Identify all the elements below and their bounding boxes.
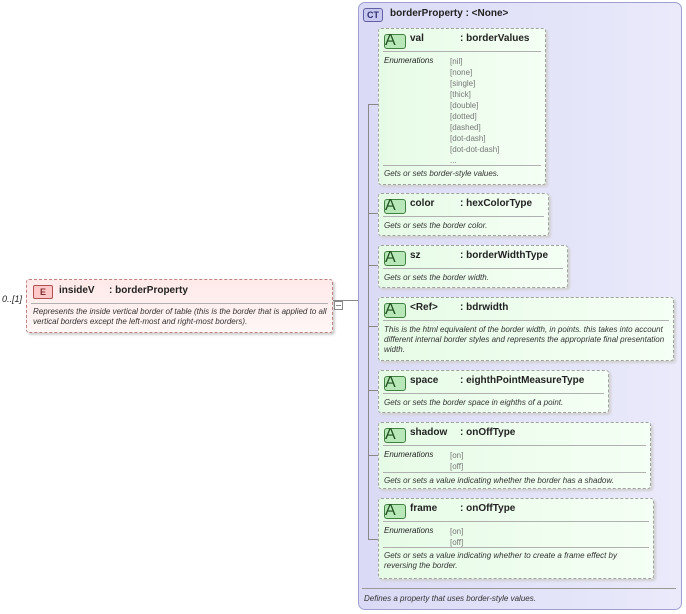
branch-line [368,265,378,266]
attribute-badge: A [384,302,406,318]
enum-value: [single] [450,79,476,88]
attribute-description: Gets or sets a value indicating whether … [384,476,614,485]
attribute-type: : borderValues [460,33,530,44]
enum-value: [off] [450,538,464,547]
attribute-name: <Ref> [410,302,438,313]
complex-type-title: borderProperty : <None> [390,8,509,19]
attribute-description: Gets or sets border-style values. [384,169,500,178]
complex-type-description: Defines a property that uses border-styl… [364,594,536,603]
attribute-separator [383,216,544,217]
element-separator [31,303,328,304]
attribute-description: Gets or sets the border width. [384,273,489,282]
attribute-type: : onOffType [460,427,516,438]
element-description: Represents the inside vertical border of… [33,307,327,326]
enumeration-list: [on] [off] [450,526,463,548]
enum-value: [on] [450,451,464,460]
attribute-val-box[interactable]: A val : borderValues Enumerations [nil] … [378,28,546,185]
attribute-description: Gets or sets a value indicating whether … [384,551,618,570]
attribute-type: : borderWidthType [460,250,549,261]
attribute-type: : hexColorType [460,198,533,209]
element-badge: E [33,285,53,299]
enumerations-label: Enumerations [384,56,434,65]
attribute-badge: A [384,427,406,443]
enum-value: [nil] [450,57,463,66]
enumeration-list: [nil] [none] [single] [thick] [double] [… [450,56,499,166]
enum-value: ... [450,156,457,165]
attribute-separator [383,445,646,446]
complex-type-separator [362,588,676,589]
collapse-icon[interactable] [334,301,343,310]
branch-line [368,326,378,327]
attribute-type: : bdrwidth [460,302,509,313]
attribute-name: val [410,33,424,44]
attribute-space-box[interactable]: A space : eighthPointMeasureType Gets or… [378,370,609,413]
branch-line [368,104,378,105]
element-connector [333,300,358,301]
attribute-type: : onOffType [460,503,516,514]
attribute-name: shadow [410,427,448,438]
element-type: : borderProperty [109,285,188,296]
element-name: insideV [59,285,95,296]
attribute-name: color [410,198,435,209]
enum-value: [dashed] [450,123,481,132]
attribute-shadow-box[interactable]: A shadow : onOffType Enumerations [on] [… [378,422,651,489]
attribute-separator [383,521,649,522]
attribute-separator [383,472,646,473]
enum-value: [off] [450,462,464,471]
attribute-separator [383,547,649,548]
enum-value: [thick] [450,90,471,99]
attribute-badge: A [384,503,406,519]
enum-value: [double] [450,101,479,110]
enum-value: [dot-dot-dash] [450,145,500,154]
attribute-name: sz [410,250,421,261]
enumerations-label: Enumerations [384,450,434,459]
attribute-badge: A [384,250,406,266]
enumerations-label: Enumerations [384,526,434,535]
attribute-sz-box[interactable]: A sz : borderWidthType Gets or sets the … [378,245,568,288]
complex-type-badge: CT [363,8,383,22]
attribute-separator [383,165,541,166]
attribute-separator [383,393,604,394]
enum-value: [dot-dash] [450,134,486,143]
element-insidev-box[interactable]: E insideV : borderProperty Represents th… [26,279,333,333]
element-multiplicity: 0..[1] [2,294,23,304]
attribute-description: Gets or sets the border space in eighths… [384,398,564,407]
attribute-spine [368,104,369,539]
branch-line [368,455,378,456]
attribute-badge: A [384,375,406,391]
attribute-description: This is the html equivalent of the borde… [384,325,665,354]
attribute-frame-box[interactable]: A frame : onOffType Enumerations [on] [o… [378,498,654,579]
attribute-name: frame [410,503,438,514]
branch-line [368,390,378,391]
attribute-description: Gets or sets the border color. [384,221,488,230]
branch-line [368,539,378,540]
attribute-badge: A [384,33,406,49]
attribute-separator [383,268,563,269]
enum-value: [dotted] [450,112,477,121]
attribute-separator [383,51,541,52]
enumeration-list: [on] [off] [450,450,463,472]
attribute-type: : eighthPointMeasureType [460,375,585,386]
attribute-ref-bdrwidth-box[interactable]: A <Ref> : bdrwidth This is the html equi… [378,297,674,361]
attribute-name: space [410,375,439,386]
branch-line [368,213,378,214]
attribute-color-box[interactable]: A color : hexColorType Gets or sets the … [378,193,549,236]
enum-value: [none] [450,68,473,77]
attribute-badge: A [384,198,406,214]
attribute-separator [383,320,669,321]
enum-value: [on] [450,527,464,536]
